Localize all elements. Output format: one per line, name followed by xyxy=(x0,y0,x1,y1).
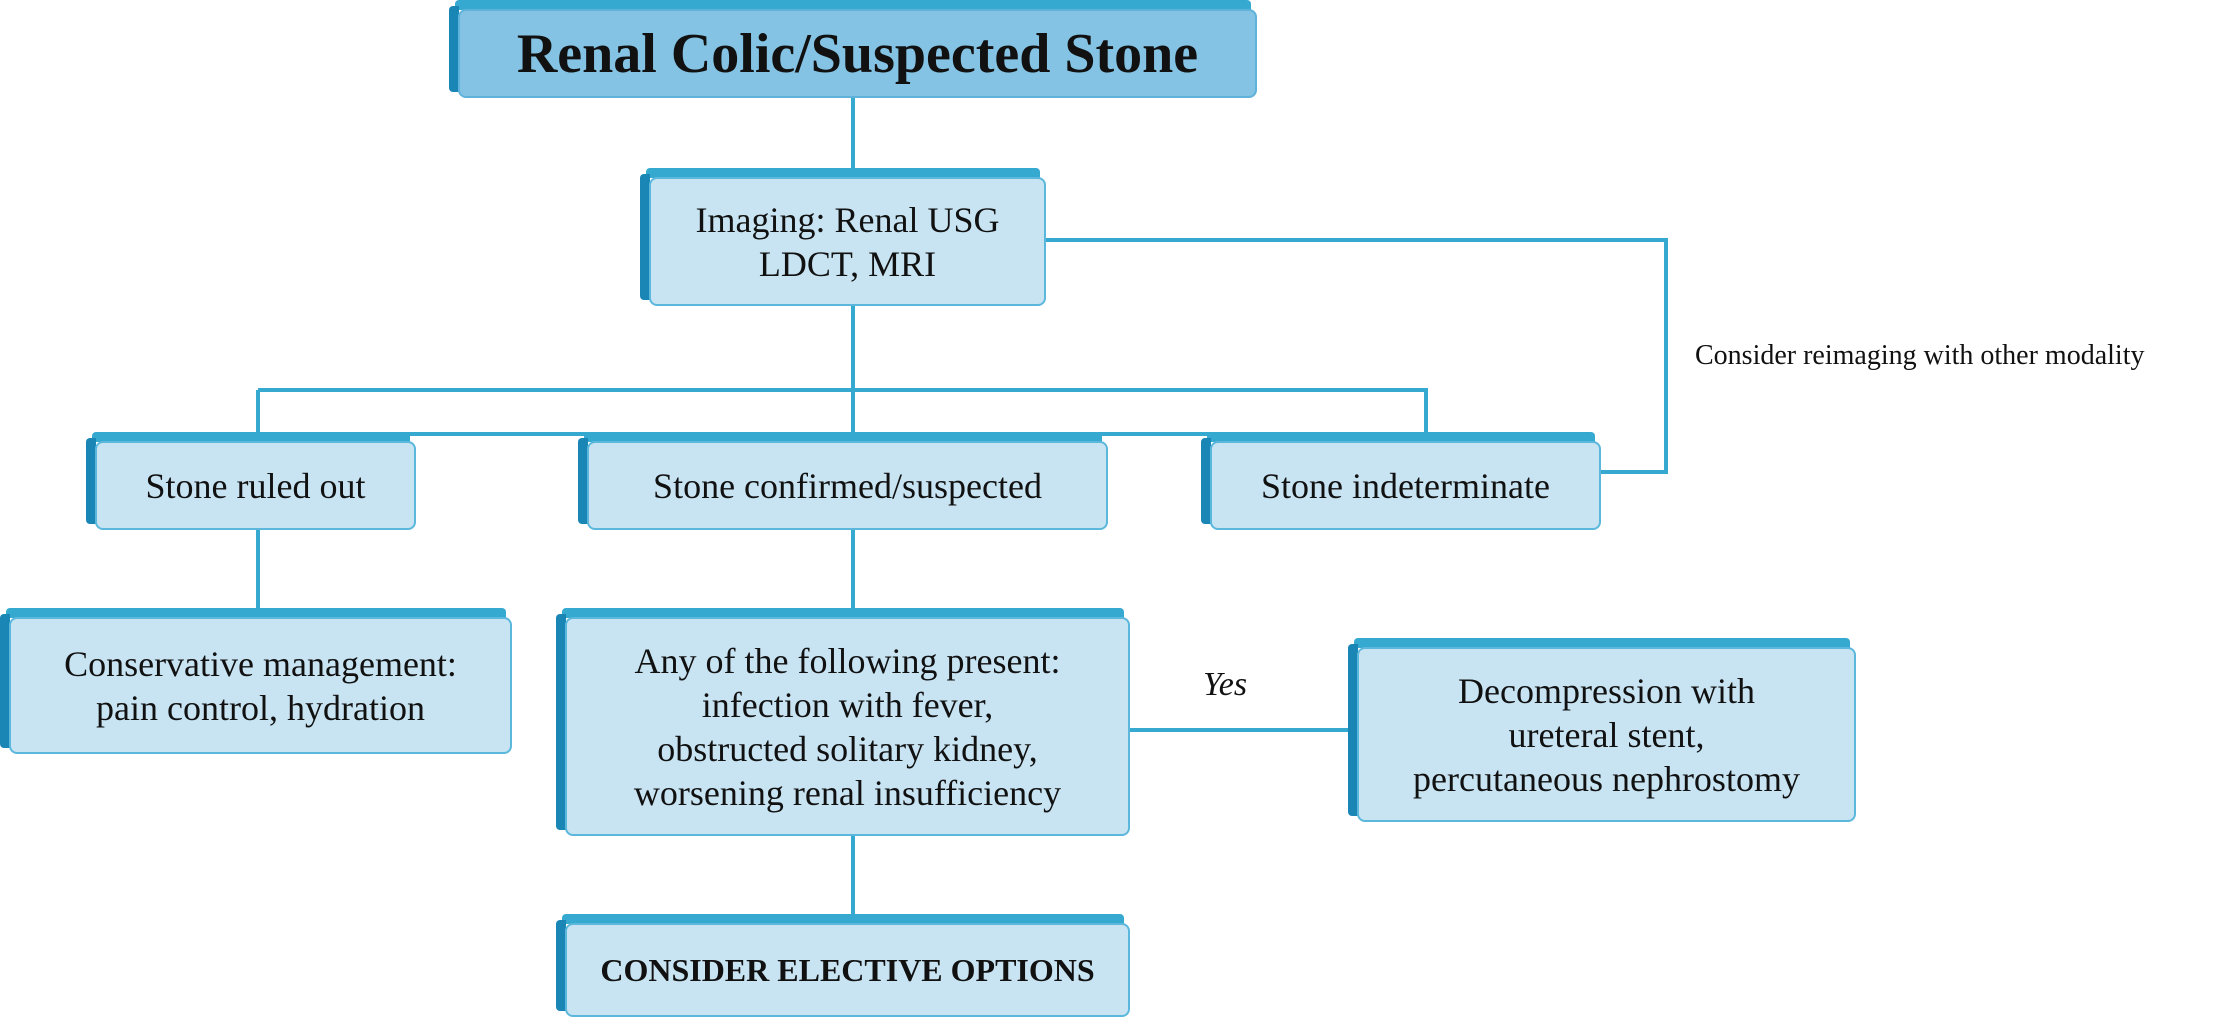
node-confirmed-text: Stone confirmed/suspected xyxy=(653,465,1042,506)
node-imaging-text: Imaging: Renal USG LDCT, MRI xyxy=(695,199,1000,284)
node-ruled-out-text: Stone ruled out xyxy=(145,465,366,506)
reimaging-label: Consider reimaging with other modality xyxy=(1695,340,2145,371)
node-conservative-text: Conservative management: pain control, h… xyxy=(64,643,457,728)
node-criteria: Any of the following present: infection … xyxy=(556,608,1130,836)
node-criteria-text: Any of the following present: infection … xyxy=(633,640,1062,813)
node-conservative-management: Conservative management: pain control, h… xyxy=(0,608,512,754)
node-stone-confirmed: Stone confirmed/suspected xyxy=(578,432,1108,530)
node-stone-indeterminate: Stone indeterminate xyxy=(1201,432,1601,530)
node-decompression: Decompression with ureteral stent, percu… xyxy=(1348,638,1856,822)
node-decompression-text: Decompression with ureteral stent, percu… xyxy=(1413,670,1800,799)
yes-label: Yes xyxy=(1203,666,1248,703)
diagram-title: Renal Colic/Suspected Stone xyxy=(516,22,1199,85)
node-imaging: Imaging: Renal USG LDCT, MRI xyxy=(640,168,1046,306)
node-elective-text: CONSIDER ELECTIVE OPTIONS xyxy=(600,952,1095,988)
node-stone-ruled-out: Stone ruled out xyxy=(86,432,416,530)
connector-indeterminate-loop xyxy=(1046,238,1668,474)
node-elective-options: CONSIDER ELECTIVE OPTIONS xyxy=(556,914,1130,1017)
title-box: Renal Colic/Suspected Stone xyxy=(449,0,1257,98)
connector-branch-horizontal xyxy=(258,388,1428,436)
node-indeterminate-text: Stone indeterminate xyxy=(1261,465,1550,506)
